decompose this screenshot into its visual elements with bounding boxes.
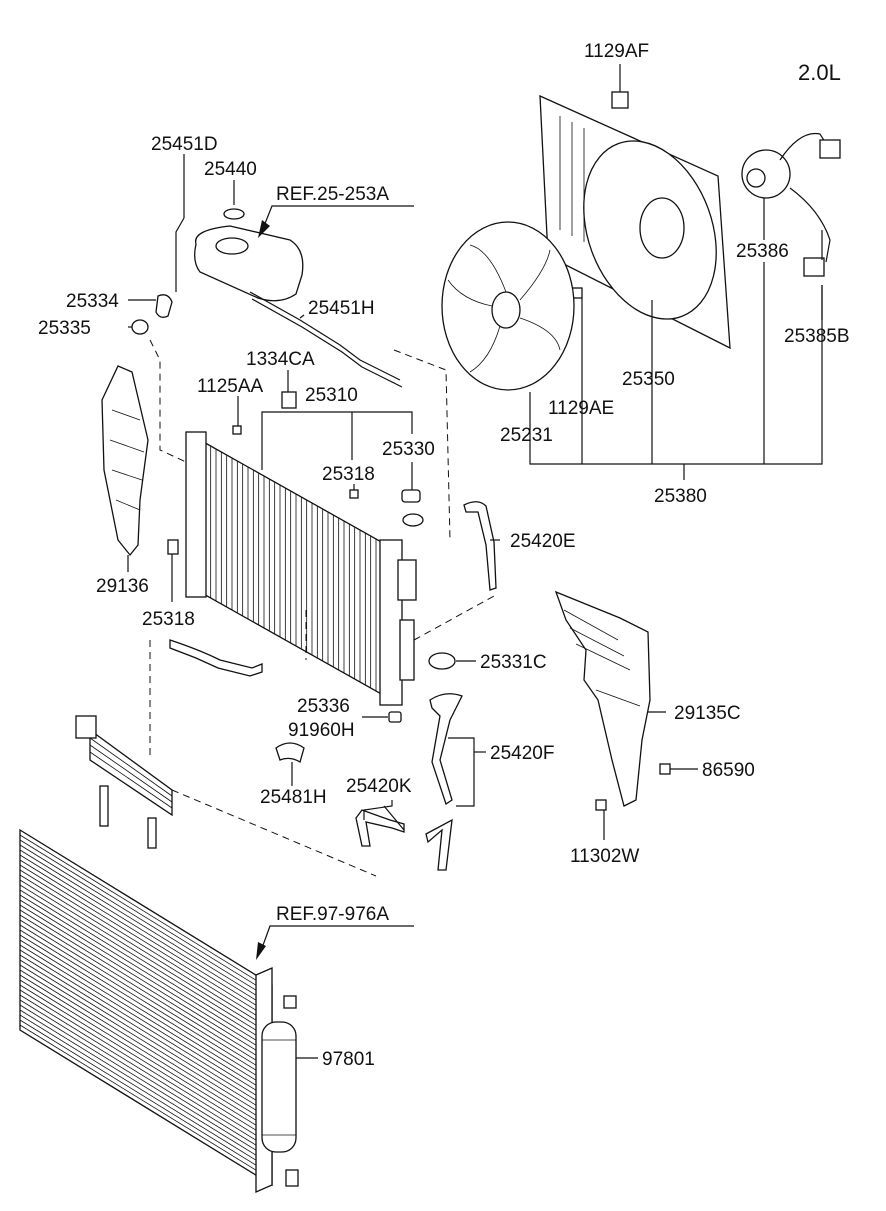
label-25481H: 25481H: [260, 787, 327, 808]
label-25336: 25336: [297, 696, 350, 717]
label-25335: 25335: [38, 318, 91, 339]
hose-small: [425, 818, 453, 871]
lower-hose: [169, 639, 263, 677]
part-labels: 2.0L 1129AF 25451D 25440 REF.25-253A 253…: [38, 41, 850, 1070]
label-1129AE: 1129AE: [548, 398, 614, 419]
bolt-25318-top: [349, 489, 359, 499]
drain-cap-25331C: [428, 652, 456, 670]
label-1125AA: 1125AA: [197, 376, 264, 397]
label-25420K: 25420K: [346, 776, 412, 797]
bracket-1334CA: [281, 391, 297, 409]
label-91960H: 91960H: [288, 720, 355, 741]
label-ref-25-253A: REF.25-253A: [276, 184, 389, 205]
hose-25420K: [355, 809, 405, 847]
hose-25420F: [429, 693, 463, 806]
drain-plug-25336: [388, 711, 402, 723]
label-25231: 25231: [500, 425, 553, 446]
bolt-1125AA: [232, 425, 242, 435]
label-25334: 25334: [66, 291, 119, 312]
label-25451D: 25451D: [151, 134, 218, 155]
label-1334CA: 1334CA: [246, 349, 315, 370]
bolt-1129AF: [611, 91, 629, 109]
label-25350: 25350: [622, 369, 675, 390]
label-ref-97-976A: REF.97-976A: [276, 904, 389, 925]
label-25385B: 25385B: [784, 326, 850, 347]
label-25380: 25380: [654, 486, 707, 507]
radiator: [185, 431, 417, 706]
filler-neck: [402, 513, 424, 527]
label-97801: 97801: [322, 1049, 375, 1070]
label-25386: 25386: [736, 241, 789, 262]
label-25330: 25330: [382, 439, 435, 460]
air-guard-right: [554, 590, 651, 807]
label-25318-left: 25318: [142, 609, 195, 630]
clip-86590: [659, 763, 671, 775]
label-25440: 25440: [204, 159, 257, 180]
label-29136: 29136: [96, 576, 149, 597]
bush-25335: [131, 319, 149, 335]
reservoir-tank: [175, 208, 403, 388]
air-guard-left: [101, 365, 149, 557]
label-25420F: 25420F: [490, 743, 554, 764]
label-25451H: 25451H: [308, 298, 375, 319]
fan-motor: [741, 132, 841, 277]
fan-blade: [441, 221, 575, 391]
label-11302W: 11302W: [570, 846, 639, 867]
engine-label: 2.0L: [798, 60, 841, 85]
label-25310: 25310: [305, 385, 358, 406]
bolt-25318-left: [167, 539, 179, 555]
radiator-cap-25330: [401, 489, 421, 503]
leader-lines: [127, 64, 823, 1059]
label-86590: 86590: [702, 760, 755, 781]
label-29135C: 29135C: [674, 703, 741, 724]
condenser: [19, 828, 273, 1193]
fan-shroud: [539, 94, 731, 350]
bolt-11302W: [595, 799, 607, 811]
hose-25420E: [463, 501, 497, 591]
label-25331C: 25331C: [480, 652, 547, 673]
label-25420E: 25420E: [510, 531, 576, 552]
clamp-25334: [155, 294, 173, 318]
oil-cooler: [75, 715, 173, 849]
receiver-drier: [261, 995, 299, 1187]
label-1129AF: 1129AF: [584, 41, 649, 62]
label-25318-top: 25318: [322, 464, 375, 485]
insulator-25481H: [275, 742, 305, 763]
